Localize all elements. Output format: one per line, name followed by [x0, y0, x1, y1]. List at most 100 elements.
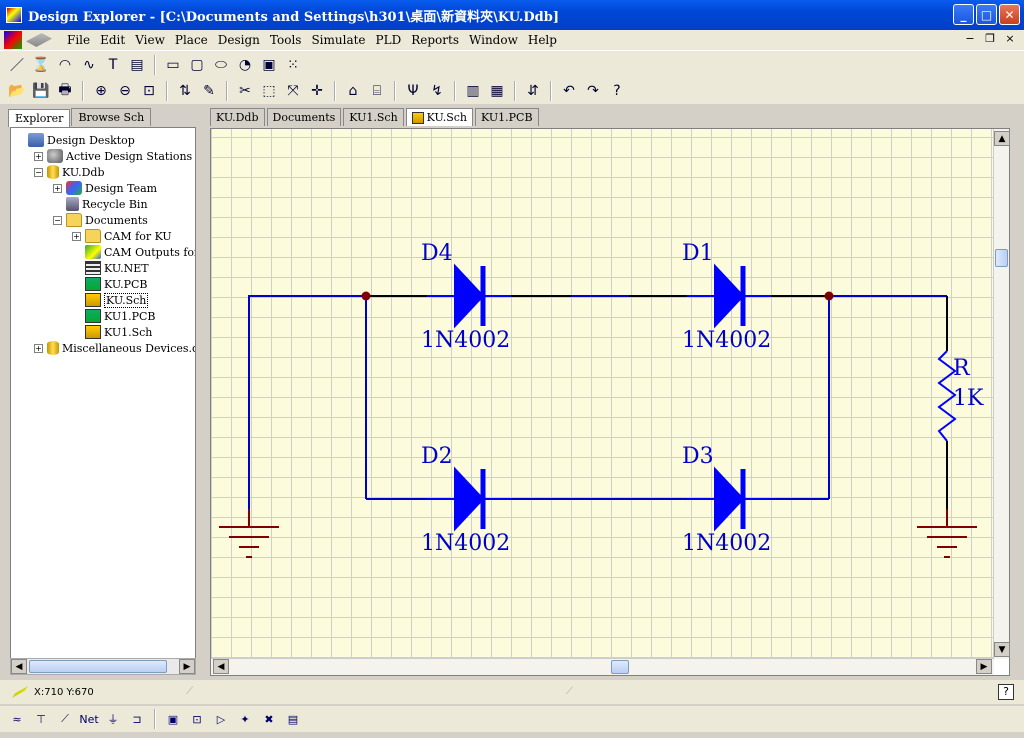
- resistor-r[interactable]: [937, 350, 957, 442]
- menu-file[interactable]: File: [67, 33, 91, 47]
- move-icon[interactable]: ⤧: [287, 83, 299, 99]
- line-icon[interactable]: ／: [10, 57, 24, 74]
- parts-icon[interactable]: ⌂: [348, 83, 358, 99]
- bus-icon[interactable]: ⊤: [36, 712, 46, 726]
- annotate-icon[interactable]: ↯: [431, 83, 443, 99]
- diode-d4[interactable]: [427, 263, 511, 329]
- rounded-rect-icon[interactable]: ▢: [190, 56, 204, 73]
- menu-edit[interactable]: Edit: [100, 33, 126, 47]
- vertical-scroll-thumb[interactable]: [995, 249, 1008, 267]
- select-icon[interactable]: ⬚: [262, 83, 276, 99]
- ground-right[interactable]: [917, 509, 977, 558]
- canvas-scroll-right-button[interactable]: ▶: [976, 659, 992, 674]
- scroll-up-button[interactable]: ▲: [994, 131, 1010, 146]
- cross-icon[interactable]: ✛: [311, 83, 323, 99]
- undo-icon[interactable]: ↶: [563, 83, 575, 99]
- sheet-symbol-icon[interactable]: ▣: [167, 712, 179, 726]
- expand-icon[interactable]: +: [72, 231, 81, 241]
- zoom-in-icon[interactable]: ⊕: [95, 83, 107, 99]
- tree-node[interactable]: −Documents: [53, 212, 148, 228]
- bus-entry-icon[interactable]: ⟋: [61, 712, 69, 725]
- tree-node[interactable]: +Miscellaneous Devices.ddb: [34, 340, 195, 356]
- net-label-icon[interactable]: Net: [79, 712, 99, 726]
- graphic-icon[interactable]: ▣: [262, 56, 276, 73]
- no-erc-icon[interactable]: ✖: [264, 712, 274, 726]
- book-icon[interactable]: ▥: [466, 83, 480, 99]
- close-button[interactable]: ✕: [999, 4, 1020, 25]
- tab-browse-sch[interactable]: Browse Sch: [71, 108, 152, 126]
- text-frame-icon[interactable]: ▤: [130, 56, 144, 73]
- cut-icon[interactable]: ✂: [239, 83, 251, 99]
- schematic-canvas[interactable]: D4 1N4002 D1 1N4002 D2 1N4002 D3 1N4002 …: [211, 129, 994, 659]
- junction-icon[interactable]: ✦: [240, 712, 250, 726]
- document-tab[interactable]: Documents: [266, 108, 342, 126]
- menu-reports[interactable]: Reports: [411, 33, 459, 47]
- menu-view[interactable]: View: [135, 33, 165, 47]
- designator-d4[interactable]: D4: [421, 241, 453, 266]
- mdi-minimize-button[interactable]: −: [965, 32, 975, 45]
- sort-icon[interactable]: ⇵: [527, 83, 539, 99]
- scroll-down-button[interactable]: ▼: [994, 642, 1010, 657]
- junction[interactable]: [361, 291, 371, 301]
- cross-probe-icon[interactable]: ✎: [203, 83, 215, 99]
- pcb-layout-icon[interactable]: ▤: [287, 712, 299, 726]
- print-icon[interactable]: 🖶: [58, 82, 72, 98]
- redo-icon[interactable]: ↷: [587, 83, 599, 99]
- designator-d2[interactable]: D2: [421, 444, 453, 469]
- collapse-icon[interactable]: −: [53, 215, 62, 225]
- port-icon[interactable]: ▷: [216, 712, 226, 726]
- wire[interactable]: [248, 295, 366, 526]
- hierarchy-icon[interactable]: ⇅: [179, 83, 191, 99]
- collapse-icon[interactable]: −: [34, 167, 43, 177]
- canvas-horizontal-scrollbar[interactable]: ◀ ▶: [211, 658, 994, 675]
- power-port-icon[interactable]: ⏚: [107, 713, 119, 726]
- tree-node[interactable]: KU1.PCB: [72, 308, 156, 324]
- minimize-button[interactable]: _: [953, 4, 974, 25]
- document-tab[interactable]: KU.Sch: [405, 108, 474, 126]
- tree-node[interactable]: −KU.Ddb: [34, 164, 105, 180]
- tree-node[interactable]: +Active Design Stations: [34, 148, 192, 164]
- menu-place[interactable]: Place: [174, 33, 208, 47]
- ellipse-icon[interactable]: ⬭: [215, 56, 227, 73]
- menu-window[interactable]: Window: [468, 33, 518, 47]
- expand-icon[interactable]: +: [53, 183, 62, 193]
- mdi-close-button[interactable]: ×: [1005, 32, 1015, 45]
- junction[interactable]: [824, 291, 834, 301]
- value-d3[interactable]: 1N4002: [682, 531, 771, 556]
- tree-node[interactable]: Recycle Bin: [53, 196, 148, 212]
- tree-node[interactable]: +Design Team: [53, 180, 157, 196]
- designator-d1[interactable]: D1: [682, 241, 714, 266]
- zoom-out-icon[interactable]: ⊖: [119, 83, 131, 99]
- menu-pld[interactable]: PLD: [375, 33, 402, 47]
- value-r[interactable]: 1K: [953, 386, 984, 411]
- zoom-fit-icon[interactable]: ⊡: [143, 83, 155, 99]
- designator-r[interactable]: R: [953, 356, 971, 381]
- value-d2[interactable]: 1N4002: [421, 531, 510, 556]
- expand-icon[interactable]: +: [34, 343, 43, 353]
- array-icon[interactable]: ⁙: [287, 56, 299, 73]
- tree-node[interactable]: KU1.Sch: [72, 324, 152, 340]
- scroll-left-button[interactable]: ◀: [11, 659, 27, 674]
- tree-node[interactable]: CAM Outputs for KU: [72, 244, 195, 260]
- tree-horizontal-scrollbar[interactable]: ◀ ▶: [10, 658, 196, 675]
- wire-icon[interactable]: ≈: [12, 712, 22, 726]
- pie-icon[interactable]: ◔: [238, 56, 252, 73]
- designator-d3[interactable]: D3: [682, 444, 714, 469]
- tree-node[interactable]: KU.Sch: [72, 292, 149, 308]
- library-icon[interactable]: ⌸: [372, 83, 382, 99]
- document-tab[interactable]: KU1.PCB: [475, 108, 539, 126]
- tree-node[interactable]: KU.PCB: [72, 276, 147, 292]
- scroll-thumb[interactable]: [29, 660, 167, 673]
- menu-simulate[interactable]: Simulate: [311, 33, 366, 47]
- tree-node[interactable]: Design Desktop: [15, 132, 135, 148]
- scroll-right-button[interactable]: ▶: [179, 659, 195, 674]
- book2-icon[interactable]: ▦: [490, 83, 504, 99]
- save-icon[interactable]: 💾: [32, 83, 50, 99]
- menu-tools[interactable]: Tools: [269, 33, 302, 47]
- design-manager-icon[interactable]: [26, 33, 52, 47]
- tree-node[interactable]: KU.NET: [72, 260, 149, 276]
- arc-icon[interactable]: ◠: [58, 56, 72, 73]
- diode-d2[interactable]: [427, 466, 511, 532]
- maximize-button[interactable]: □: [976, 4, 997, 25]
- tab-explorer[interactable]: Explorer: [8, 109, 71, 127]
